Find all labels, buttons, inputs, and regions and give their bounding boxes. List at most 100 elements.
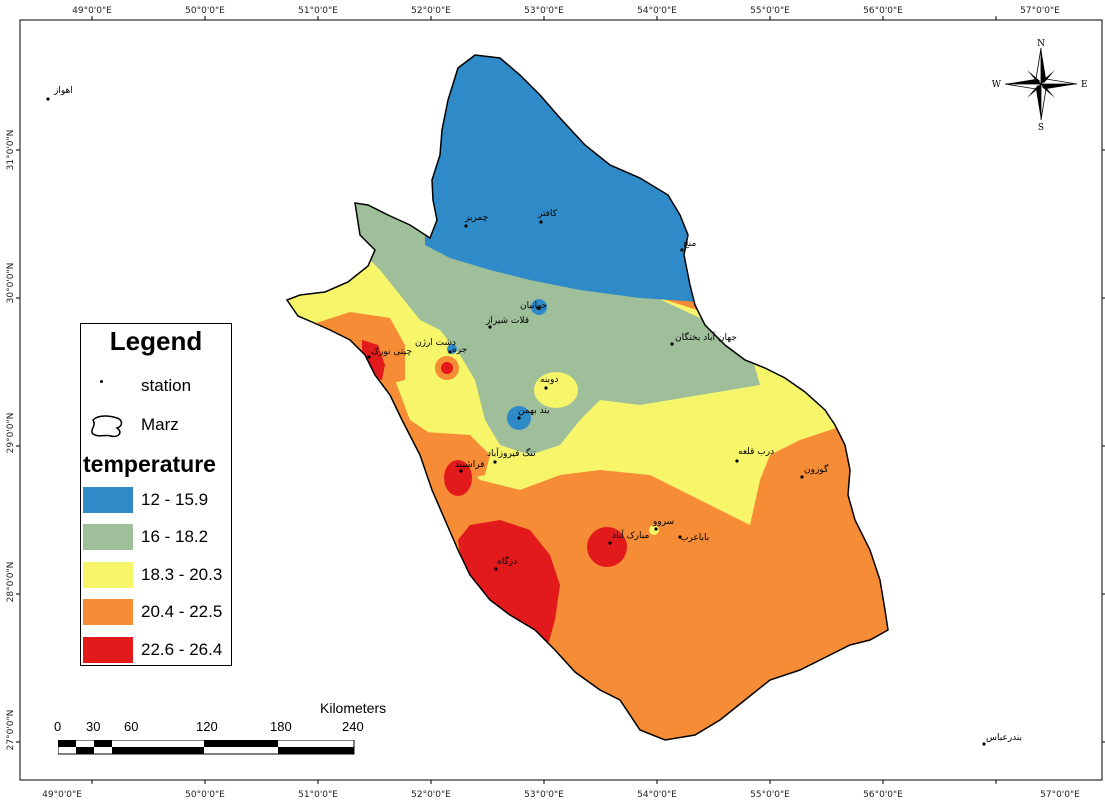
legend-swatch — [83, 599, 133, 625]
station-point[interactable] — [539, 220, 543, 224]
station-label: تنگ فیروزآباد — [487, 447, 536, 459]
legend-class-label: 22.6 - 26.4 — [141, 640, 223, 659]
station-label: چیتی نورک — [371, 346, 412, 357]
legend-temperature-title: temperature — [83, 451, 216, 477]
zone-12-15-9 — [420, 55, 700, 302]
zone-spot-red — [458, 520, 560, 645]
station-label: بندرعباس — [986, 733, 1022, 743]
legend-class-label: 18.3 - 20.3 — [141, 565, 223, 584]
station-label: بند بهمن — [518, 406, 550, 416]
station-label: جهان آباد بختگان — [675, 331, 737, 343]
station-label: دزگاه — [497, 555, 517, 567]
lon-label: 49°0'0"E — [42, 790, 82, 800]
lon-label: 52°0'0"E — [411, 790, 451, 800]
zone-spot-red — [441, 362, 453, 374]
scale-tick-label: 180 — [270, 719, 292, 734]
west-label: W — [992, 80, 1002, 90]
south-label: S — [1038, 123, 1044, 133]
legend-swatch — [83, 524, 133, 550]
lat-labels-left: 31°0'0"N 30°0'0"N 29°0'0"N 28°0'0"N 27°0… — [6, 130, 16, 751]
east-label: E — [1081, 80, 1088, 90]
scale-tick-label: 120 — [196, 719, 218, 734]
lat-label: 31°0'0"N — [6, 130, 16, 171]
lon-label: 53°0'0"E — [524, 6, 564, 16]
station-point[interactable] — [800, 475, 804, 479]
scale-bar-title: Kilometers — [320, 700, 387, 716]
lon-label: 51°0'0"E — [298, 6, 338, 16]
lon-label: 54°0'0"E — [637, 790, 677, 800]
lon-label: 51°0'0"E — [298, 790, 338, 800]
lon-labels-bottom: 49°0'0"E 50°0'0"E 51°0'0"E 52°0'0"E 53°0… — [42, 790, 1080, 800]
lat-label: 28°0'0"N — [6, 562, 16, 603]
legend-class-label: 12 - 15.9 — [141, 490, 209, 509]
legend-swatch — [83, 562, 133, 588]
lon-label: 55°0'0"E — [750, 790, 790, 800]
scale-bar: Kilometers 0 30 60 120 180 240 — [50, 700, 386, 760]
station-label: جره — [452, 345, 467, 355]
station-symbol-icon — [99, 379, 105, 385]
station-point[interactable] — [367, 355, 371, 359]
legend-class-label: 16 - 18.2 — [141, 527, 209, 546]
station-point[interactable] — [448, 350, 452, 354]
station-point[interactable] — [608, 541, 612, 545]
station-point[interactable] — [517, 416, 521, 420]
station-label: جهانبان — [520, 301, 547, 311]
graticule-ticks — [16, 16, 1105, 784]
legend-station-label: station — [141, 376, 192, 395]
scale-bar-graphic — [58, 740, 355, 755]
legend-swatch — [83, 487, 133, 513]
zone-16-18-2 — [340, 190, 760, 455]
legend-swatch — [83, 637, 133, 663]
legend-box: Legend station Marz temperature 12 - 15.… — [80, 323, 232, 666]
station-label: قلات شیراز — [485, 316, 529, 326]
station-point[interactable] — [544, 386, 548, 390]
lat-label: 30°0'0"N — [6, 263, 16, 304]
lat-label: 27°0'0"N — [6, 710, 16, 751]
station-point[interactable] — [494, 567, 498, 571]
lon-label: 50°0'0"E — [185, 6, 225, 16]
station-label: فراشبند — [455, 460, 484, 470]
station-label: درب قلعه — [738, 447, 774, 457]
lon-label: 54°0'0"E — [637, 6, 677, 16]
station-point[interactable] — [493, 460, 497, 464]
north-arrow-icon: N S E W — [992, 39, 1088, 133]
lon-label: 57°0'0"E — [1040, 790, 1080, 800]
zone-spot-red — [444, 460, 472, 496]
station-label: کافتر — [537, 209, 558, 219]
lon-label: 50°0'0"E — [185, 790, 225, 800]
station-point[interactable] — [654, 527, 658, 531]
station-point[interactable] — [735, 459, 739, 463]
scale-tick-label: 240 — [342, 719, 364, 734]
station-label: منج — [683, 239, 697, 249]
marz-outline-icon — [91, 415, 123, 438]
lon-label: 52°0'0"E — [411, 6, 451, 16]
stations-layer: اهواز چمریز کافتر منج جهانبان قلات شیراز… — [46, 86, 1022, 746]
station-point[interactable] — [670, 342, 674, 346]
station-label: گوزون — [804, 463, 829, 475]
station-point[interactable] — [536, 306, 540, 310]
lon-label: 56°0'0"E — [863, 790, 903, 800]
lon-label: 56°0'0"E — [863, 6, 903, 16]
station-label: باباعرب — [680, 533, 709, 543]
station-point[interactable] — [459, 469, 463, 473]
station-label: چمریز — [464, 213, 488, 223]
station-label: مبارک آباد — [612, 529, 649, 541]
station-point[interactable] — [982, 742, 986, 746]
scale-tick-label: 60 — [124, 719, 139, 734]
lon-label: 57°0'0"E — [1020, 6, 1060, 16]
legend-title: Legend — [109, 326, 203, 356]
lon-label: 55°0'0"E — [750, 6, 790, 16]
lon-label: 53°0'0"E — [524, 790, 564, 800]
station-label: اهواز — [53, 86, 73, 96]
zone-spot-orange — [425, 432, 490, 480]
legend-class-label: 20.4 - 22.5 — [141, 602, 223, 621]
station-point[interactable] — [464, 224, 468, 228]
station-point[interactable] — [678, 535, 682, 539]
legend-marz-label: Marz — [141, 415, 179, 434]
station-point[interactable] — [488, 325, 492, 329]
lon-labels-top: 49°0'0"E 50°0'0"E 51°0'0"E 52°0'0"E 53°0… — [72, 6, 1060, 16]
station-label: دوبنه — [540, 375, 558, 385]
station-point[interactable] — [680, 248, 684, 252]
station-point[interactable] — [46, 97, 50, 101]
scale-tick-label: 30 — [86, 719, 101, 734]
